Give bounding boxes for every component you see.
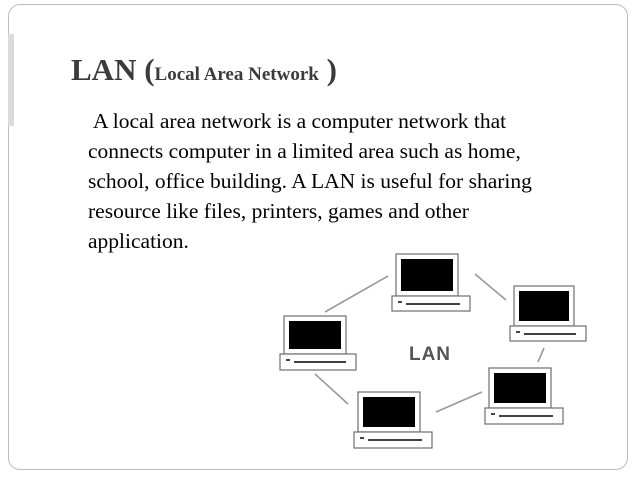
connection-line <box>324 275 389 313</box>
lan-label: LAN <box>409 344 451 365</box>
connection-line <box>537 347 545 363</box>
slide-frame <box>8 4 628 470</box>
body-line-3: school, office building. A LAN is useful… <box>88 169 532 193</box>
title-suffix: ) <box>318 52 337 87</box>
body-line-5: application. <box>88 229 189 253</box>
computer-right-upper-icon <box>509 285 587 342</box>
connection-lines <box>314 273 545 413</box>
accent-bar <box>8 34 14 126</box>
title-subtitle: Local Area Network <box>154 64 319 85</box>
body-line-4: resource like files, printers, games and… <box>88 199 469 223</box>
computer-right-lower-icon <box>484 367 564 425</box>
body-paragraph: A local area network is a computer netwo… <box>88 106 618 256</box>
slide-title: LAN (Local Area Network ) <box>71 52 337 88</box>
computer-top-icon <box>391 253 471 312</box>
lan-diagram: LAN <box>279 253 587 449</box>
body-line-2: connects computer in a limited area such… <box>88 139 521 163</box>
title-prefix: LAN ( <box>71 52 155 87</box>
connection-line <box>314 373 349 405</box>
body-line-1: A local area network is a computer netwo… <box>93 109 507 133</box>
computer-bottom-icon <box>353 391 433 449</box>
computer-left-icon <box>279 315 357 371</box>
connection-line <box>474 273 507 301</box>
connection-line <box>435 391 483 413</box>
